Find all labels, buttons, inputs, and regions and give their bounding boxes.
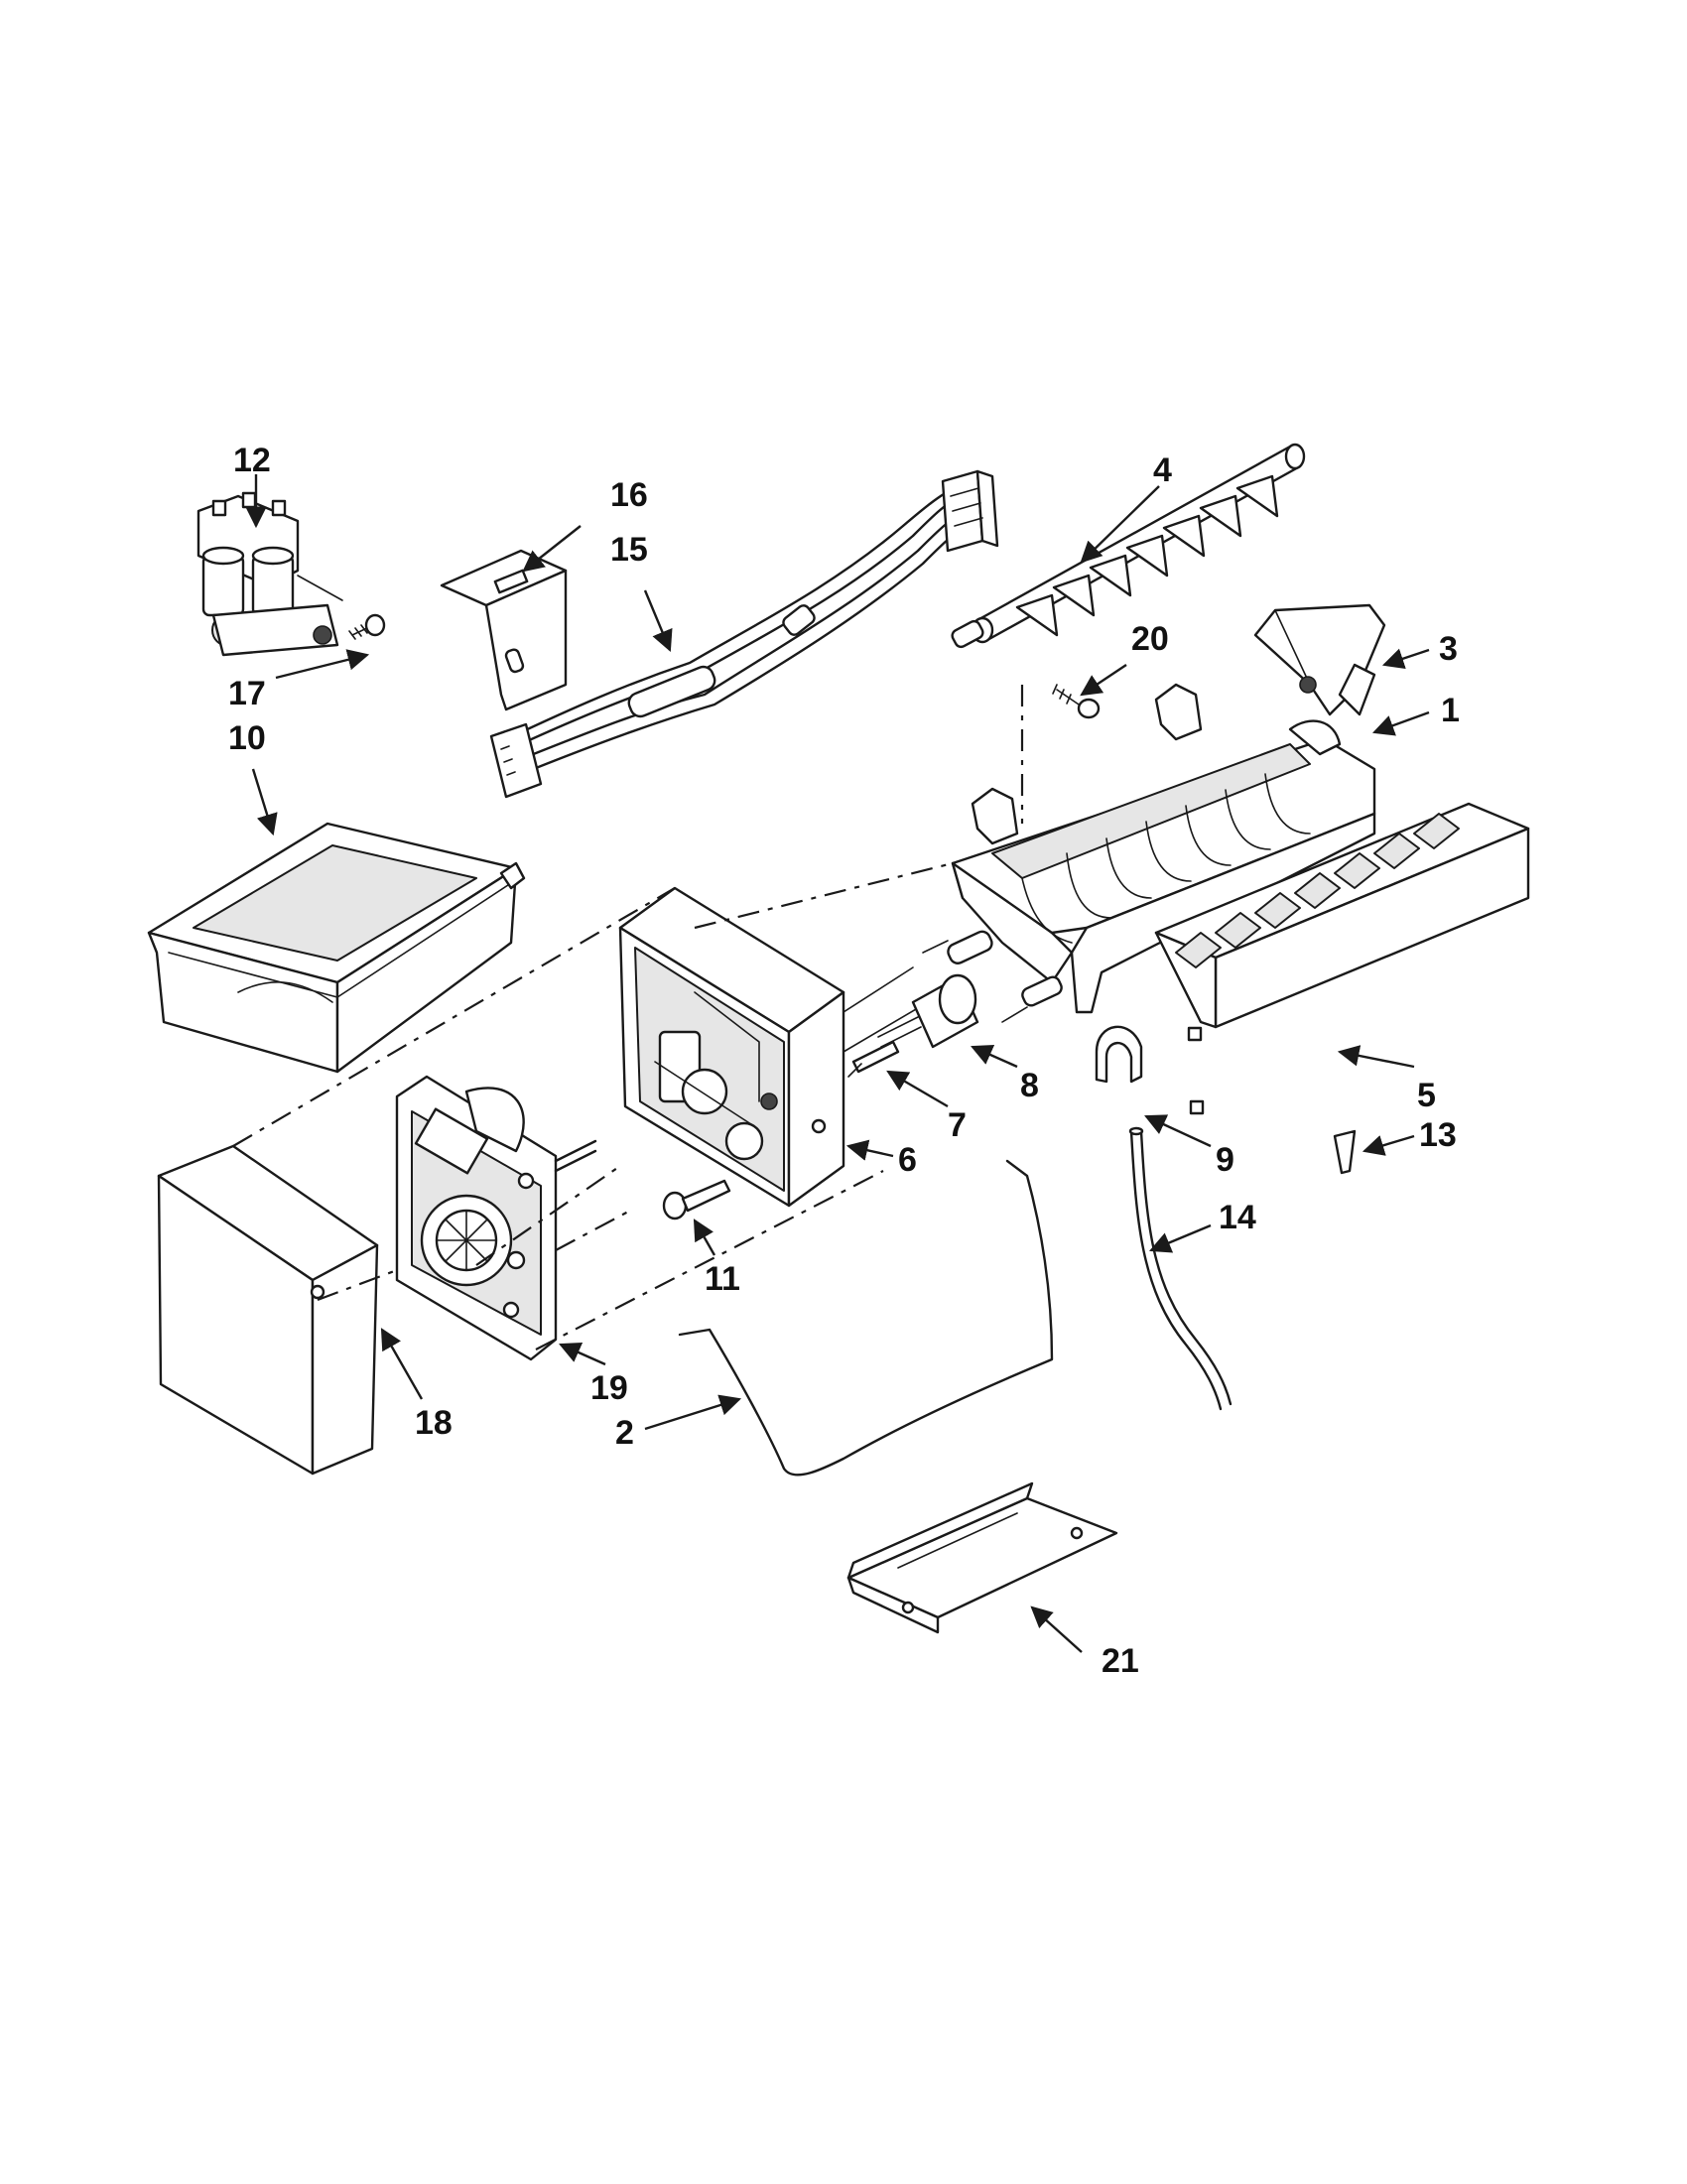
shutoff-arm — [1253, 603, 1386, 716]
part-label-5: 5 — [1417, 1077, 1436, 1114]
part-label-1: 1 — [1441, 692, 1460, 729]
part-label-7: 7 — [948, 1106, 967, 1144]
part-label-14: 14 — [1219, 1199, 1256, 1236]
harness-bracket — [440, 549, 568, 711]
part-label-19: 19 — [590, 1369, 628, 1407]
part-label-9: 9 — [1216, 1141, 1234, 1179]
part-label-15: 15 — [610, 531, 648, 569]
thermostat — [877, 973, 979, 1049]
shaft-pin — [847, 1040, 900, 1078]
bail-arm — [678, 1159, 1054, 1477]
mounting-screw — [1052, 684, 1101, 719]
motor-module — [395, 1075, 597, 1361]
fill-tube — [1128, 1126, 1233, 1411]
ice-bin — [147, 822, 526, 1074]
wire-clip — [1095, 1025, 1143, 1084]
water-valve — [196, 491, 343, 657]
valve-screw — [348, 613, 386, 640]
assembly-dashed-lines — [232, 861, 954, 1350]
ejector-shaft — [951, 443, 1306, 649]
part-label-2: 2 — [615, 1414, 634, 1452]
part-label-11: 11 — [705, 1260, 740, 1298]
part-label-13: 13 — [1419, 1116, 1457, 1154]
part-label-18: 18 — [415, 1404, 453, 1442]
housing-screw — [662, 1179, 731, 1220]
part-label-8: 8 — [1020, 1067, 1039, 1104]
ice-mold — [951, 683, 1376, 1014]
part-label-21: 21 — [1102, 1642, 1139, 1680]
mold-cover — [1154, 802, 1530, 1115]
front-cover — [157, 1144, 379, 1476]
part-label-16: 16 — [610, 476, 648, 514]
wire-harness — [489, 469, 999, 799]
part-labels: 12 16 15 4 20 3 1 17 10 5 8 7 6 9 13 14 … — [228, 442, 1460, 1680]
part-label-10: 10 — [228, 719, 266, 757]
mold-fittings — [922, 930, 1063, 1023]
part-label-12: 12 — [233, 442, 271, 479]
tube-plug — [1333, 1129, 1357, 1175]
part-label-3: 3 — [1439, 630, 1458, 668]
part-label-6: 6 — [898, 1141, 917, 1179]
control-housing — [618, 886, 929, 1208]
mounting-plate — [846, 1481, 1118, 1634]
part-label-17: 17 — [228, 675, 266, 712]
part-label-20: 20 — [1131, 620, 1169, 658]
part-label-4: 4 — [1153, 451, 1172, 489]
callout-arrows — [245, 474, 1430, 1653]
